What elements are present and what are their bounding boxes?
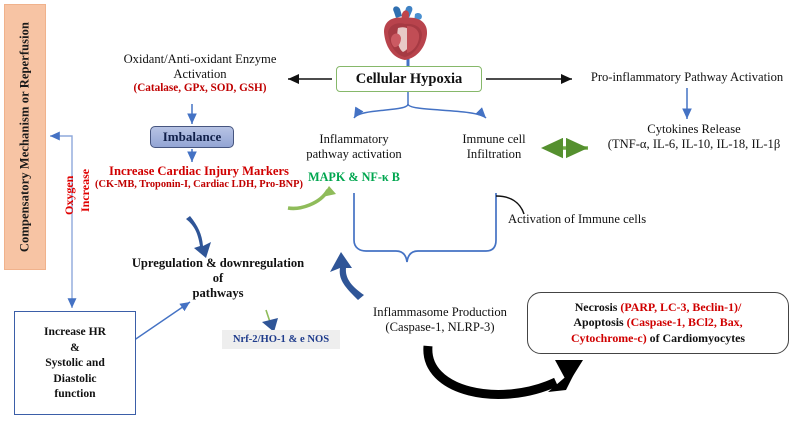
imbalance-label: Imbalance <box>162 129 222 144</box>
apoptosis-word: Apoptosis <box>573 315 627 330</box>
oxidant-line-2: Activation <box>173 66 227 81</box>
nrf2-ho1-enos-node: Nrf-2/HO-1 & e NOS <box>222 330 340 349</box>
inflammatory-pathway-node: Inflammatory pathway activation <box>296 132 412 162</box>
upregulation-line-2: of <box>212 270 224 285</box>
cytokines-line-1: Cytokines Release <box>647 122 741 136</box>
anatomical-heart-icon <box>384 5 428 60</box>
immune-infiltration-line-2: Infiltration <box>466 146 522 161</box>
hypoxia-down-split <box>353 92 487 119</box>
oxygen-label: Oxygen <box>62 175 76 215</box>
compensatory-mechanism-banner: Compensatory Mechanism or Reperfusion <box>4 4 46 270</box>
apoptosis-markers-1: (Caspase-1, BCl2, Bax, <box>626 315 743 330</box>
hr-line-3: Systolic and <box>45 356 105 370</box>
hr-line-4: Diastolic <box>53 371 97 385</box>
inflammatory-pathway-line-1: Inflammatory <box>319 132 389 146</box>
hr-line-1: Increase HR <box>44 324 106 338</box>
cardiomyocytes-word: of Cardiomyocytes <box>646 330 746 345</box>
compensatory-mechanism-label: Compensatory Mechanism or Reperfusion <box>17 21 32 253</box>
cardiac-markers-header: Increase Cardiac Injury Markers <box>109 164 289 178</box>
upregulation-line-3: pathways <box>192 285 244 300</box>
oxidant-antioxidant-node: Oxidant/Anti-oxidant Enzyme Activation (… <box>98 52 302 95</box>
markers-to-upregulation <box>186 216 211 258</box>
upregulation-line-1: Upregulation & downregulation <box>131 256 305 270</box>
inflammatory-pathway-line-2: pathway activation <box>306 146 402 161</box>
cardiac-markers-sub: (CK-MB, Troponin-I, Cardiac LDH, Pro-BNP… <box>95 178 303 190</box>
nrf2-to-upregulation <box>262 309 278 332</box>
hr-line-2: & <box>70 340 80 354</box>
apoptosis-markers-2: Cytochrome-c) <box>570 330 647 345</box>
oxidant-line-1: Oxidant/Anti-oxidant Enzyme <box>123 52 277 66</box>
mapk-nfkb-node: MAPK & NF-κ B <box>300 170 408 184</box>
necrosis-markers: (PARP, LC-3, Beclin-1)/ <box>620 300 742 315</box>
cellular-hypoxia-label: Cellular Hypoxia <box>355 70 463 87</box>
immune-infiltration-line-1: Immune cell <box>462 132 526 146</box>
pro-inflammatory-node: Pro-inflammatory Pathway Activation <box>578 70 796 85</box>
activation-of-immune-cells-node: Activation of Immune cells <box>508 212 676 227</box>
cytokines-release-node: Cytokines Release (TNF-α, IL-6, IL-10, I… <box>592 122 796 152</box>
necrosis-line-1: Necrosis (PARP, LC-3, Beclin-1)/ <box>571 300 745 315</box>
increase-hr-function-node: Increase HR & Systolic and Diastolic fun… <box>14 311 136 415</box>
inflammasome-line-2: (Caspase-1, NLRP-3) <box>385 319 495 334</box>
necrosis-apoptosis-node: Necrosis (PARP, LC-3, Beclin-1)/ Apoptos… <box>527 292 789 354</box>
immune-cell-infiltration-node: Immune cell Infiltration <box>448 132 540 162</box>
necrosis-line-3: Cytochrome-c) of Cardiomyocytes <box>571 331 745 346</box>
inflammasome-production-node: Inflammasome Production (Caspase-1, NLRP… <box>350 305 530 335</box>
cytokines-line-2: (TNF-α, IL-6, IL-10, IL-18, IL-1β <box>607 136 781 151</box>
inflammasome-to-upregulation <box>330 252 364 300</box>
immune-activation-brace <box>353 193 497 263</box>
activation-immune-label: Activation of Immune cells <box>508 212 647 226</box>
cardiac-injury-markers-node: Increase Cardiac Injury Markers (CK-MB, … <box>84 164 314 191</box>
inflammasome-line-1: Inflammasome Production <box>373 305 507 319</box>
pro-inflammatory-label: Pro-inflammatory Pathway Activation <box>590 70 784 84</box>
imbalance-node: Imbalance <box>150 126 234 148</box>
nrf2-label: Nrf-2/HO-1 & e NOS <box>232 334 330 345</box>
mapk-label: MAPK & NF-κ B <box>308 170 400 184</box>
cellular-hypoxia-node: Cellular Hypoxia <box>336 66 482 92</box>
necrosis-word: Necrosis <box>574 300 621 315</box>
upregulation-downregulation-node: Upregulation & downregulation of pathway… <box>116 256 320 301</box>
hr-line-5: function <box>54 387 96 401</box>
necrosis-line-2: Apoptosis (Caspase-1, BCl2, Bax, <box>571 315 745 330</box>
oxidant-enzymes: (Catalase, GPx, SOD, GSH) <box>133 81 267 94</box>
